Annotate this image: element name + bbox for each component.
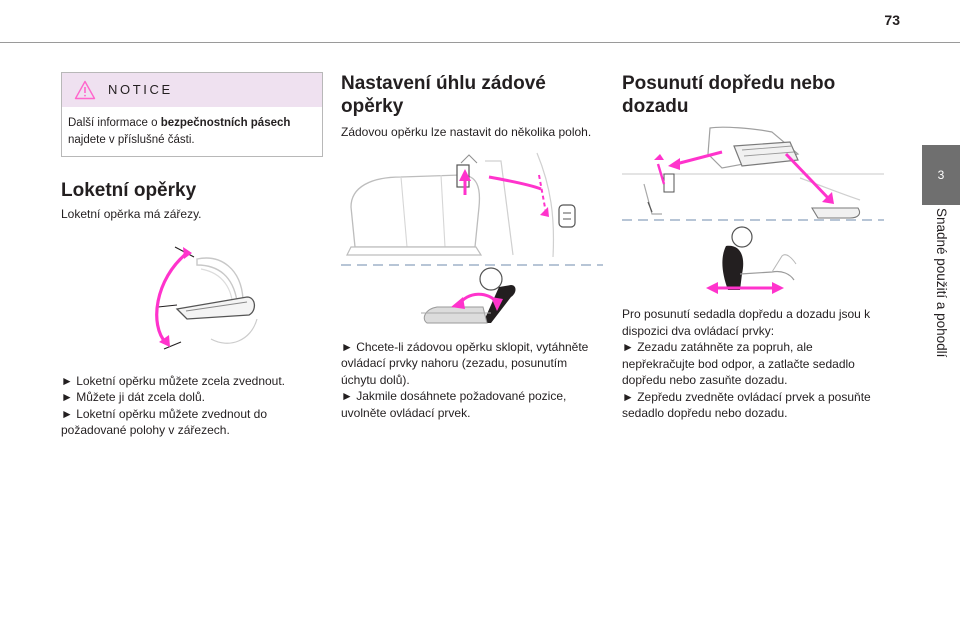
slide-intro: Pro posunutí sedadla dopředu a dozadu js…: [622, 307, 871, 338]
warning-icon: [74, 80, 96, 100]
armrest-illustration: [155, 246, 258, 350]
armrest-step: ► Loketní opěrku můžete zcela zvednout.: [61, 373, 286, 388]
chapter-number: 3: [937, 168, 945, 182]
notice-header: NOTICE: [62, 73, 322, 107]
column-backrest: Nastavení úhlu zádové opěrky Zádovou opě…: [341, 72, 603, 421]
backrest-intro: Zádovou opěrku lze nastavit do několika …: [341, 125, 592, 139]
column-armrests: NOTICE Další informace o bezpečnostních …: [61, 72, 323, 439]
backrest-step: ► Chcete-li zádovou opěrku sklopit, vytá…: [341, 339, 589, 387]
slide-heading: Posunutí dopředu nebo dozadu: [622, 73, 836, 117]
notice-box: NOTICE Další informace o bezpečnostních …: [61, 72, 323, 157]
armrests-intro: Loketní opěrka má zářezy.: [61, 207, 202, 221]
chapter-tab: 3: [922, 145, 960, 205]
backrest-heading: Nastavení úhlu zádové opěrky: [341, 73, 546, 117]
top-rule: [0, 42, 960, 43]
armrest-step: ► Můžete ji dát zcela dolů.: [61, 390, 205, 404]
page-number: 73: [884, 12, 900, 28]
notice-bold: bezpečnostních pásech: [160, 117, 291, 129]
backrest-steps: ► Chcete-li zádovou opěrku sklopit, vytá…: [341, 339, 603, 422]
notice-text-end: najdete v příslušné části.: [68, 133, 195, 146]
notice-title: NOTICE: [108, 81, 173, 97]
armrest-step: ► Loketní opěrku můžete zvednout do poža…: [61, 406, 268, 438]
slide-steps: ► Zezadu zatáhněte za popruh, ale nepřek…: [622, 339, 884, 422]
column-slide: Posunutí dopředu nebo dozadu Pro posunut…: [622, 72, 884, 422]
armrests-steps: ► Loketní opěrku můžete zcela zvednout. …: [61, 373, 323, 439]
armrests-heading: Loketní opěrky: [61, 180, 197, 201]
backrest-step: ► Jakmile dosáhnete požadované pozice, u…: [341, 389, 567, 420]
chapter-title: Snadné použití a pohodlí: [934, 208, 949, 358]
seat-slide-illustration: [622, 126, 884, 294]
slide-step: ► Zepředu zvedněte ovládací prvek a posu…: [622, 389, 871, 421]
backrest-illustration: [341, 152, 603, 323]
slide-step: ► Zezadu zatáhněte za popruh, ale nepřek…: [622, 340, 855, 387]
notice-text: Další informace o: [68, 117, 161, 129]
notice-body: Další informace o bezpečnostních pásech …: [62, 107, 322, 156]
